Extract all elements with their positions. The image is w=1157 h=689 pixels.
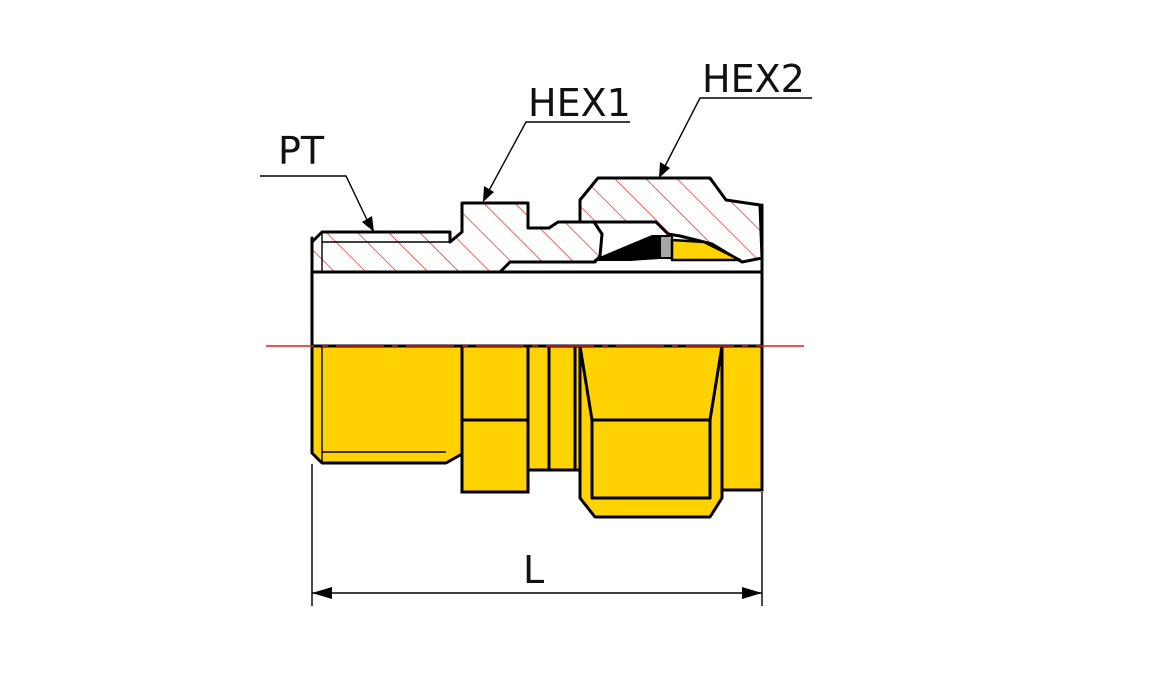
hex1-label: HEX1	[528, 81, 631, 125]
dim-arrow-right	[742, 587, 762, 599]
length-dimension: L	[311, 464, 763, 606]
hex2-arrowhead	[659, 162, 670, 178]
hex1-arrowhead	[483, 186, 494, 202]
annotations: PT HEX1 HEX2	[260, 57, 812, 232]
pt-thread-body	[310, 344, 464, 465]
hex2-nut-face	[578, 344, 724, 519]
hex2-section	[578, 176, 764, 264]
pt-leader	[260, 175, 371, 227]
brass-insert	[670, 238, 742, 262]
section-view	[310, 176, 764, 348]
body-section	[310, 201, 604, 274]
hex1-leader	[485, 121, 630, 197]
length-label: L	[523, 548, 544, 592]
neck-body	[526, 344, 588, 472]
hex2-leader	[661, 97, 812, 173]
dim-arrow-left	[312, 587, 332, 599]
hex2-label: HEX2	[702, 57, 805, 101]
pt-label: PT	[278, 129, 325, 173]
external-view	[310, 344, 764, 519]
pt-arrowhead	[362, 216, 374, 232]
ferrule	[594, 235, 661, 261]
seal-ring	[659, 235, 673, 259]
